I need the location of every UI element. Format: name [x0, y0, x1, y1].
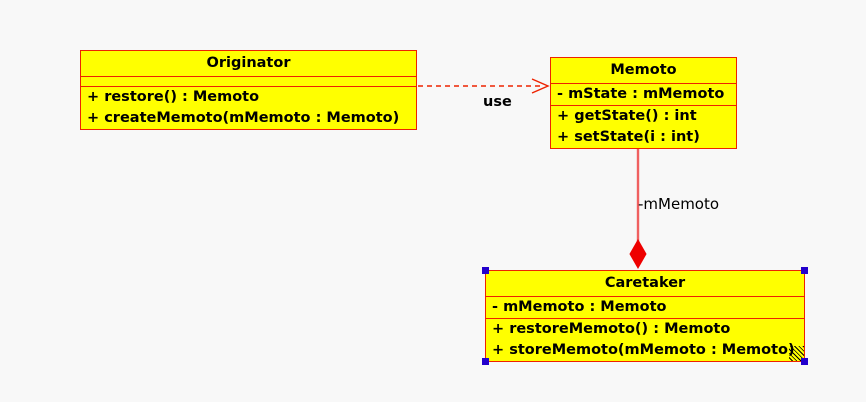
composition-label-role: -mMemoto	[638, 195, 720, 213]
class-name-originator: Originator	[81, 51, 416, 77]
composition-connector-caretaker-memoto	[629, 137, 647, 270]
dependency-connector-originator-memoto	[418, 78, 550, 94]
class-name-caretaker: Caretaker	[486, 271, 804, 297]
class-name-memoto: Memoto	[551, 58, 736, 84]
attributes-compartment-originator	[81, 77, 416, 87]
methods-compartment-originator: + restore() : Memoto + createMemoto(mMem…	[81, 87, 416, 129]
uml-class-caretaker[interactable]: Caretaker - mMemoto : Memoto + restoreMe…	[482, 267, 808, 365]
method-row[interactable]: + setState(i : int)	[557, 129, 700, 145]
attributes-compartment-caretaker: - mMemoto : Memoto	[486, 297, 804, 319]
methods-compartment-memoto: + getState() : int + setState(i : int)	[551, 106, 736, 148]
attribute-row[interactable]: - mState : mMemoto	[557, 86, 725, 102]
attribute-row[interactable]: - mMemoto : Memoto	[492, 299, 667, 315]
selection-handle-top-left[interactable]	[482, 267, 489, 274]
dependency-label-use: use	[483, 94, 512, 110]
selection-handle-bottom-right[interactable]	[801, 358, 808, 365]
method-row[interactable]: + restore() : Memoto	[87, 89, 260, 105]
method-row[interactable]: + storeMemoto(mMemoto : Memoto)	[492, 342, 795, 358]
method-row[interactable]: + getState() : int	[557, 108, 697, 124]
selection-handle-top-right[interactable]	[801, 267, 808, 274]
method-row[interactable]: + createMemoto(mMemoto : Memoto)	[87, 110, 400, 126]
attributes-compartment-memoto: - mState : mMemoto	[551, 84, 736, 106]
method-row[interactable]: + restoreMemoto() : Memoto	[492, 321, 731, 337]
methods-compartment-caretaker: + restoreMemoto() : Memoto + storeMemoto…	[486, 319, 804, 361]
dependency-arrowhead	[531, 78, 550, 94]
selection-handle-bottom-left[interactable]	[482, 358, 489, 365]
composition-diamond	[629, 238, 647, 270]
uml-class-memoto[interactable]: Memoto - mState : mMemoto + getState() :…	[550, 57, 737, 149]
uml-class-originator[interactable]: Originator + restore() : Memoto + create…	[80, 50, 417, 130]
